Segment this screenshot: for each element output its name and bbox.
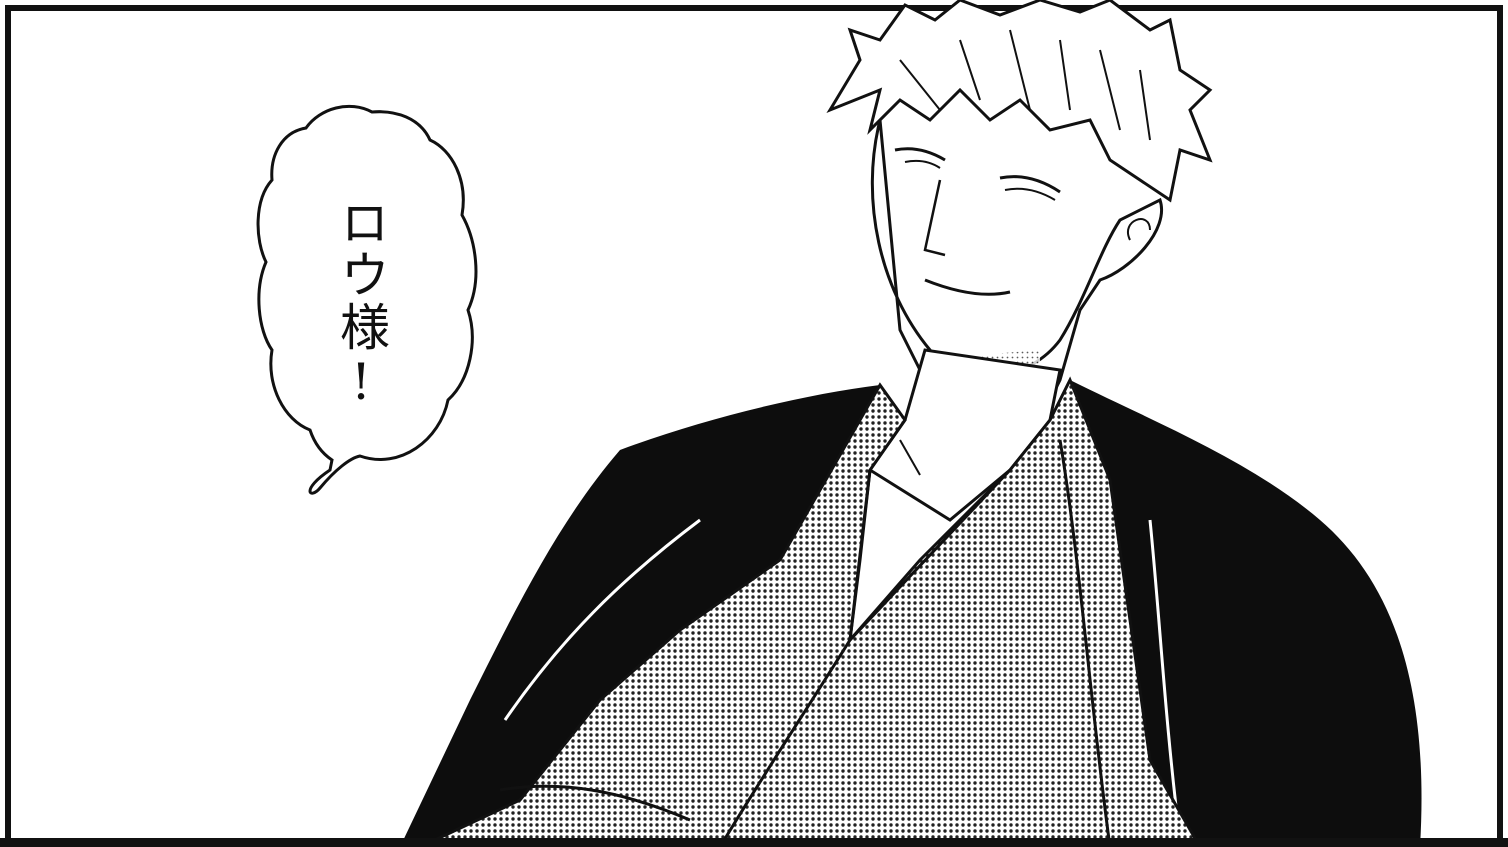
speech-bubble-text: ロウ様! (332, 197, 390, 413)
gray-kimono (419, 376, 1202, 847)
black-coat (400, 380, 1422, 847)
speech-bubble (256, 104, 478, 495)
hair (826, 0, 1213, 203)
